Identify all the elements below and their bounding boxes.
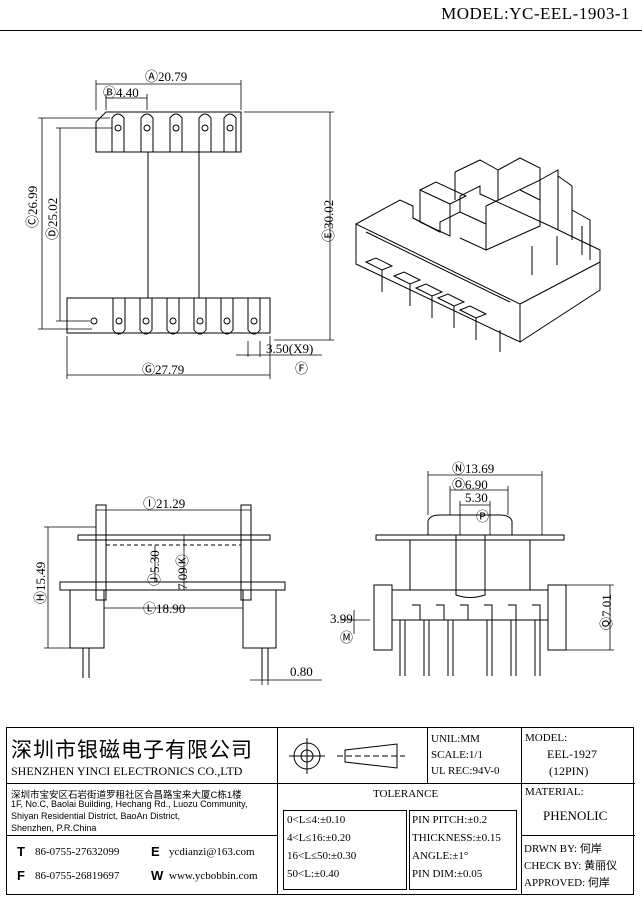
fax-value: 86-0755-26819697: [35, 870, 120, 882]
model-label: MODEL:: [525, 732, 568, 744]
dim-f-marker: Ⓕ: [295, 361, 309, 376]
dim-q-label: Ⓠ7.01: [599, 594, 614, 630]
address-en-2: Shiyan Residential District, BaoAn Distr…: [11, 811, 181, 821]
pin-count: (12PIN): [549, 764, 589, 778]
material-label: MATERIAL:: [525, 786, 584, 798]
tb-divider-h1: [277, 783, 635, 784]
dim-a-label: Ⓐ20.79: [145, 69, 188, 84]
front-view: [44, 504, 322, 685]
scale-label: SCALE:1/1: [431, 749, 483, 761]
tel-value: 86-0755-27632099: [35, 846, 120, 858]
dim-f-label: 3.50(X9): [266, 341, 314, 356]
tolerance-box: [283, 810, 407, 890]
header-divider: [0, 30, 642, 31]
approved-by: APPROVED: 何岸: [524, 877, 610, 889]
dim-l-label: Ⓛ18.90: [143, 601, 186, 616]
tb-divider-h3: [7, 783, 277, 784]
spec-row-2: THICKNESS:±0.15: [412, 832, 501, 844]
web-value: www.ycbobbin.com: [169, 870, 258, 882]
tolerance-title: TOLERANCE: [373, 788, 439, 800]
company-name-en: SHENZHEN YINCI ELECTRONICS CO.,LTD: [11, 764, 243, 778]
dim-n-label: Ⓝ13.69: [452, 461, 495, 476]
tb-divider-h2: [521, 835, 635, 836]
tb-divider-h4: [7, 835, 277, 836]
top-view: [38, 80, 334, 379]
checked-by: CHECK BY: 黄丽仪: [524, 860, 618, 872]
tb-divider-v3: [521, 728, 522, 894]
dim-i-label: Ⓘ21.29: [143, 496, 186, 511]
drawing-model-title: MODEL:YC-EEL-1903-1: [441, 4, 630, 23]
dim-k-label: 7.09Ⓚ: [175, 554, 190, 590]
dim-p-marker: Ⓟ: [476, 509, 490, 524]
technical-drawing: [38, 80, 614, 685]
tol-row-2: 4<L≤16:±0.20: [287, 832, 351, 844]
email-label: E: [151, 844, 160, 859]
spec-box: [409, 810, 517, 890]
iso-pins: [364, 257, 501, 352]
projection-symbol-icon: [289, 738, 405, 774]
address-cn: 深圳市宝安区石岩街道罗租社区合昌路宝来大厦C栋1楼: [11, 790, 242, 801]
dim-c-label: Ⓒ26.99: [25, 185, 40, 228]
ul-label: UL REC:94V-0: [431, 765, 500, 777]
dim-h-label: Ⓗ15.49: [33, 561, 48, 604]
model-value: EEL-1927: [547, 747, 597, 761]
tb-divider-v1: [277, 728, 278, 894]
web-label: W: [151, 868, 164, 883]
dim-m-marker: Ⓜ: [340, 630, 354, 645]
top-pin-slots: [111, 113, 237, 152]
dim-g-label: Ⓖ27.79: [142, 362, 185, 377]
spec-row-4: PIN DIM:±0.05: [412, 868, 483, 880]
drawn-by: DRWN BY: 何岸: [524, 843, 602, 855]
bottom-pin-slots: [90, 298, 261, 335]
unit-label: UNIL:MM: [431, 733, 480, 745]
address-en-1: 1F, No.C, Baolai Building, Hechang Rd., …: [11, 799, 248, 809]
dim-e-label: Ⓔ30.02: [321, 199, 336, 242]
side-view: [340, 471, 614, 676]
tel-label: T: [17, 844, 25, 859]
dim-o-label: Ⓞ6.90: [452, 477, 488, 492]
email-value: ycdianzi@163.com: [169, 846, 255, 858]
dim-pin-width-label: 0.80: [290, 664, 313, 679]
tol-row-4: 50<L:±0.40: [287, 868, 340, 880]
title-block: 深圳市银磁电子有限公司 SHENZHEN YINCI ELECTRONICS C…: [6, 727, 635, 895]
dim-j-label: Ⓙ5.30: [147, 550, 162, 586]
material-value: PHENOLIC: [543, 808, 608, 823]
spec-row-3: ANGLE:±1°: [412, 850, 469, 862]
dim-p-value: 5.30: [465, 490, 488, 505]
spec-row-1: PIN PITCH:±0.2: [412, 814, 488, 826]
tol-row-1: 0<L≤4:±0.10: [287, 814, 346, 826]
tol-row-3: 16<L≤50:±0.30: [287, 850, 357, 862]
tb-divider-v2: [427, 728, 428, 783]
address-en-3: Shenzhen, P.R.China: [11, 823, 97, 833]
isometric-view: [355, 157, 601, 352]
dim-d-label: Ⓓ25.02: [45, 197, 60, 240]
dim-b-label: Ⓑ4.40: [103, 85, 139, 100]
fax-label: F: [17, 868, 25, 883]
company-name-cn: 深圳市银磁电子有限公司: [11, 738, 253, 762]
dim-m-value: 3.99: [330, 611, 353, 626]
